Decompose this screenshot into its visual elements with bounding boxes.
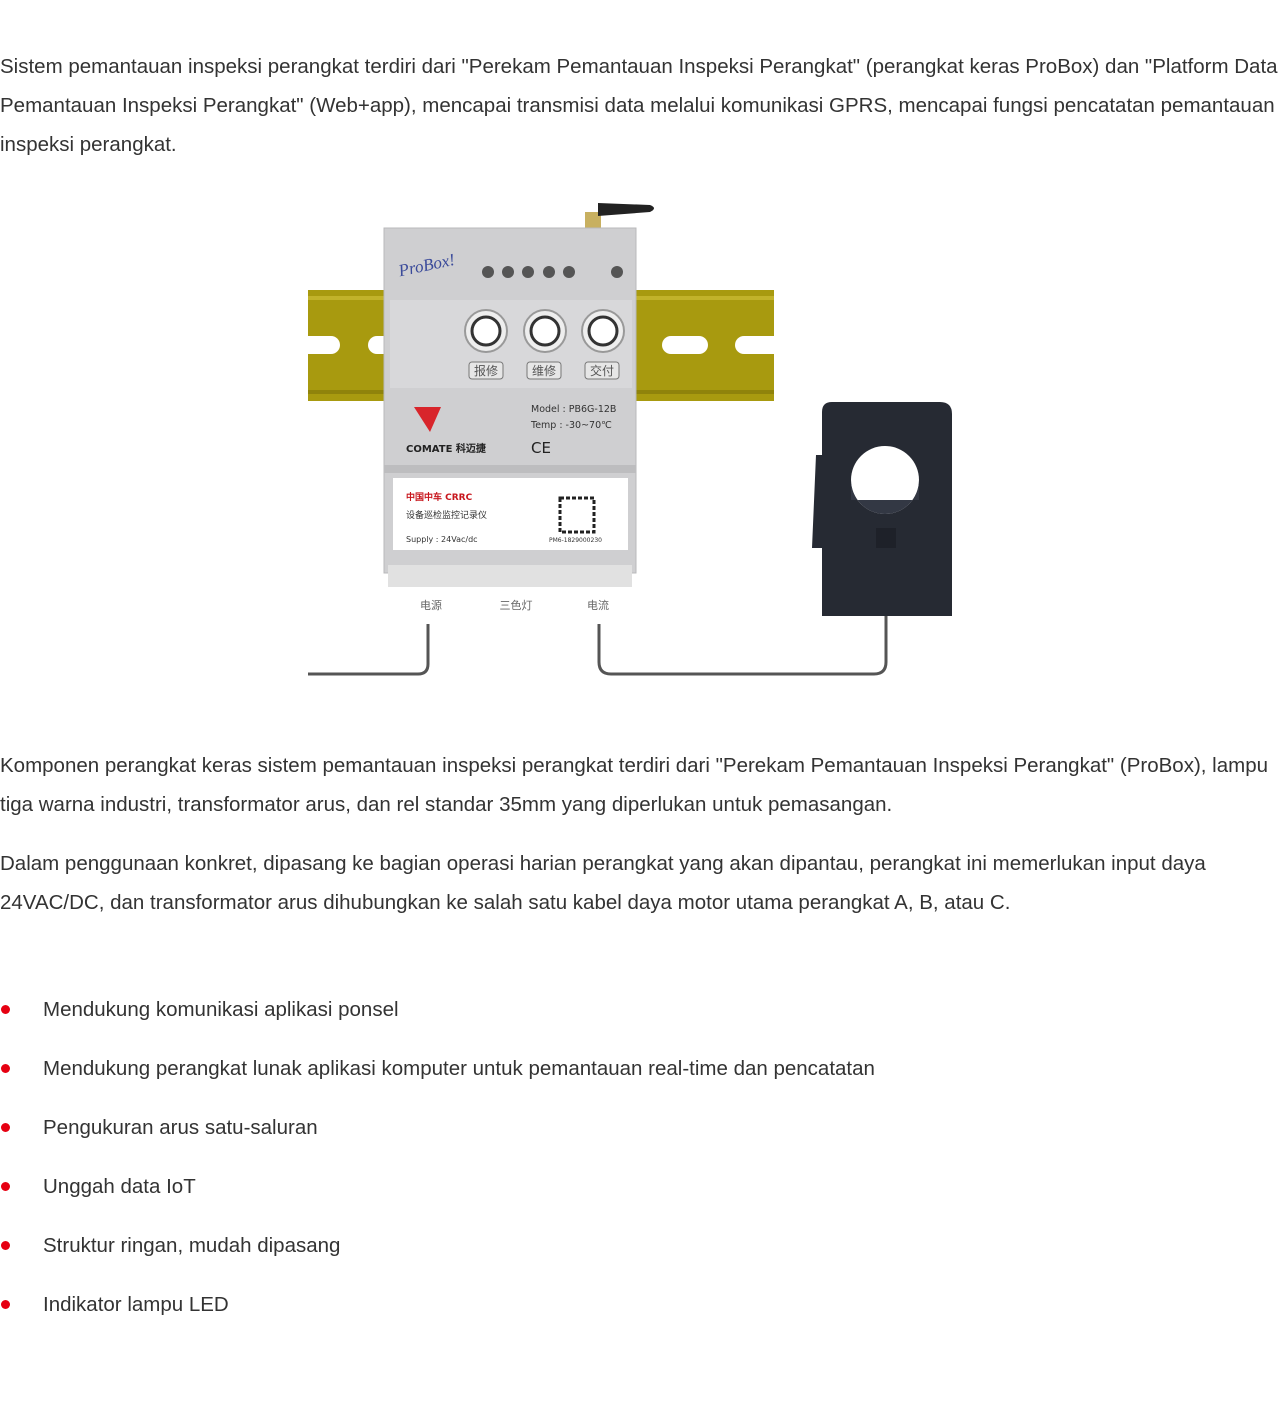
device-name: 设备巡检监控记录仪 <box>406 509 487 521</box>
bullet-icon <box>1 1300 10 1309</box>
list-item: Mendukung perangkat lunak aplikasi kompu… <box>0 1049 1280 1108</box>
feature-list: Mendukung komunikasi aplikasi ponsel Men… <box>0 990 1280 1344</box>
list-item: Indikator lampu LED <box>0 1285 1280 1344</box>
model-text: Model : PB6G-12B <box>531 404 616 415</box>
device-buttons: 报修 维修 交付 <box>464 309 625 380</box>
current-transformer <box>812 402 952 616</box>
usage-paragraph: Dalam penggunaan konkret, dipasang ke ba… <box>0 852 1206 914</box>
temp-text: Temp : -30~70℃ <box>530 420 612 431</box>
bullet-icon <box>1 1182 10 1191</box>
list-item: Struktur ringan, mudah dipasang <box>0 1226 1280 1285</box>
comate-logo-icon <box>414 407 441 432</box>
comate-logo: COMATE 科迈捷 <box>406 442 487 455</box>
port-power: 电源 <box>420 598 442 612</box>
svg-text:报修: 报修 <box>474 363 498 378</box>
probox-device-image: ProBox! 报修 维修 交付 COMATE 科迈捷 Model : PB6G… <box>290 195 970 685</box>
list-item: Pengukuran arus satu-saluran <box>0 1108 1280 1167</box>
port-current: 电流 <box>587 598 609 612</box>
antenna-icon <box>585 203 654 230</box>
qr-code-icon <box>558 496 596 534</box>
list-item: Unggah data IoT <box>0 1167 1280 1226</box>
ce-mark: CE <box>531 439 551 457</box>
intro-paragraph: Sistem pemantauan inspeksi perangkat ter… <box>0 55 1278 156</box>
led-indicators <box>482 266 623 278</box>
bullet-icon <box>1 1005 10 1014</box>
components-paragraph: Komponen perangkat keras sistem pemantau… <box>0 754 1268 816</box>
bullet-icon <box>1 1241 10 1250</box>
bullet-icon <box>1 1123 10 1132</box>
crrc-logo: 中国中车 CRRC <box>406 491 473 503</box>
port-light: 三色灯 <box>500 598 533 612</box>
svg-text:维修: 维修 <box>532 363 556 378</box>
serial-text: PM6-1829000230 <box>549 537 602 544</box>
list-item: Mendukung komunikasi aplikasi ponsel <box>0 990 1280 1049</box>
bullet-icon <box>1 1064 10 1073</box>
supply-text: Supply : 24Vac/dc <box>406 535 478 544</box>
svg-text:交付: 交付 <box>590 363 614 378</box>
